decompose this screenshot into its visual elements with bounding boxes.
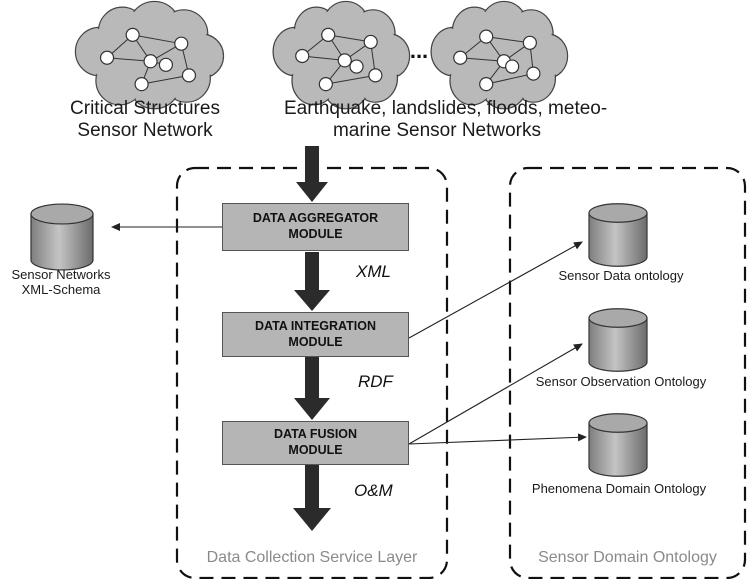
connector-to-sensor-data (408, 241, 583, 339)
hazard-network-cloud-1 (272, 0, 411, 110)
ontology-layer-label: Sensor Domain Ontology (538, 549, 717, 566)
sensor-data-database (588, 203, 648, 267)
flow-arrow-input (296, 146, 328, 202)
format-om: O&M (354, 481, 393, 500)
connectors (111, 223, 587, 445)
phenomena-domain-database (588, 413, 648, 477)
critical-structures-cloud (74, 0, 225, 110)
flow-arrows (293, 146, 331, 531)
ontology-layer-box (508, 166, 747, 579)
hazard-network-cloud-2 (430, 0, 569, 110)
phenomena-domain-label: Phenomena Domain Ontology (531, 481, 707, 496)
sensor-observation-database (588, 308, 648, 372)
sensor-data-label: Sensor Data ontology (558, 268, 684, 283)
flow-arrow-output (293, 462, 331, 531)
sensor-observation-label: Sensor Observation Ontology (535, 374, 707, 389)
critical-structures-label: Critical Structures Sensor Network (70, 98, 220, 141)
connector-to-phenomena (408, 433, 587, 445)
xml-schema-database (30, 203, 94, 271)
flow-arrow-rdf (294, 356, 330, 420)
format-xml: XML (356, 262, 391, 281)
flow-arrow-xml (294, 252, 330, 311)
cloud-ellipsis: ... (409, 38, 429, 63)
hazard-networks-label: Earthquake, landslides, floods, meteo- m… (284, 98, 608, 141)
format-rdf: RDF (358, 372, 393, 391)
collection-layer-label: Data Collection Service Layer (206, 549, 418, 566)
connector-to-observation (408, 343, 583, 445)
xml-schema-label: Sensor Networks XML-Schema (11, 267, 111, 297)
